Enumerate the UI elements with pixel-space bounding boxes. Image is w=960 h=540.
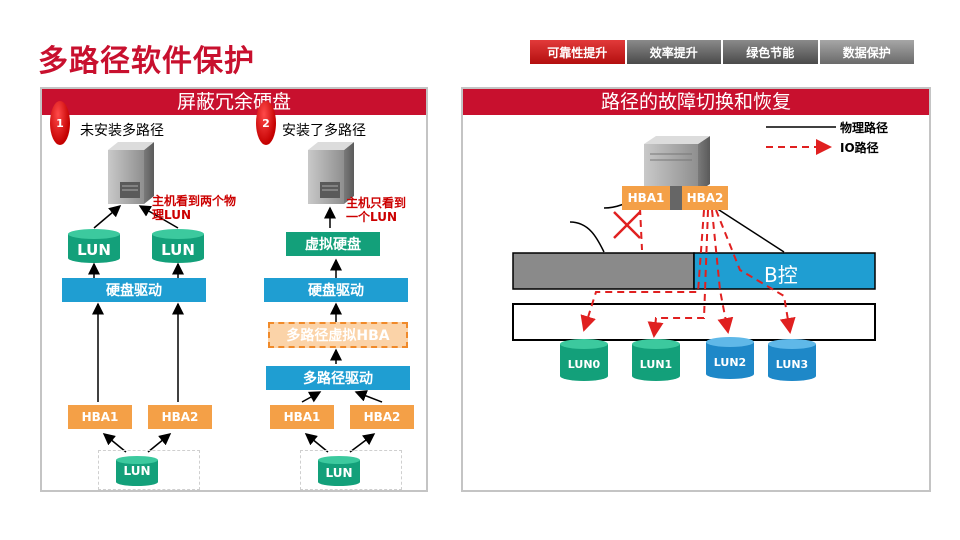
server-icon <box>644 136 710 192</box>
case2-note-line1: 主机只看到 <box>346 196 407 210</box>
lun-cylinder-left <box>68 229 120 263</box>
tab-reliability[interactable]: 可靠性提升 <box>530 40 627 64</box>
case1-disk-driver: 硬盘驱动 <box>62 278 206 302</box>
case1-hba1: HBA1 <box>68 405 132 429</box>
lun-right-label: LUN <box>161 241 195 259</box>
lun-cylinder-right <box>152 229 204 263</box>
storage-backplane <box>512 303 876 341</box>
lun-left-label: LUN <box>77 241 111 259</box>
case1-storage-frame <box>98 450 200 490</box>
case1-title: 未安装多路径 <box>80 123 164 139</box>
tab-green-energy[interactable]: 绿色节能 <box>723 40 820 64</box>
case2-title: 安装了多路径 <box>282 123 366 139</box>
right-panel-title: 路径的故障切换和恢复 <box>463 89 929 115</box>
case1-storage-lun-label: LUN <box>123 464 151 478</box>
case2-number-badge: 2 <box>256 101 276 145</box>
lun2-cylinder <box>706 337 754 379</box>
right-hba2: HBA2 <box>682 186 728 210</box>
case2-arrows <box>301 206 383 453</box>
lun0-label: LUN0 <box>567 357 601 371</box>
io-paths <box>580 207 796 338</box>
controller-b <box>693 252 876 290</box>
case2-note: 主机只看到 一个LUN <box>346 196 406 224</box>
case2-hba1: HBA1 <box>270 405 334 429</box>
case2-storage-lun-label: LUN <box>325 466 353 480</box>
left-panel-title: 屏蔽冗余硬盘 <box>42 89 426 115</box>
tab-data-protection[interactable]: 数据保护 <box>819 40 914 64</box>
tab-efficiency[interactable]: 效率提升 <box>626 40 723 64</box>
lun0-cylinder <box>560 339 608 381</box>
right-hba1: HBA1 <box>622 186 670 210</box>
storage-lun-cylinder-1 <box>116 456 158 486</box>
server-icon <box>108 142 154 204</box>
lun1-cylinder <box>632 339 680 381</box>
lun2-label: LUN2 <box>713 355 747 369</box>
controller-a <box>512 252 695 290</box>
slide-title: 多路径软件保护 <box>38 44 255 79</box>
case1-note-line1: 主机看到两个物 <box>152 194 237 208</box>
legend-physical-label: 物理路径 <box>840 121 889 135</box>
case1-note-line2: 理LUN <box>152 208 192 222</box>
case1-number-badge: 1 <box>50 101 70 145</box>
case2-disk-driver: 硬盘驱动 <box>264 278 408 302</box>
case2-hba2: HBA2 <box>350 405 414 429</box>
case1-arrows <box>88 205 184 453</box>
controller-b-label: B控 <box>764 263 798 287</box>
multipath-virtual-hba-box: 多路径虚拟HBA <box>268 322 408 348</box>
multipath-driver-box: 多路径驱动 <box>266 366 410 390</box>
legend-io-label: IO路径 <box>840 141 879 155</box>
case2-storage-frame <box>300 450 402 490</box>
hba-divider <box>670 186 682 210</box>
server-icon <box>308 142 354 204</box>
virtual-disk-box: 虚拟硬盘 <box>286 232 380 256</box>
case1-hba2: HBA2 <box>148 405 212 429</box>
nav-bar: 可靠性提升 效率提升 绿色节能 数据保护 <box>530 40 914 64</box>
lun1-label: LUN1 <box>639 357 673 371</box>
red-x-icon <box>613 211 641 239</box>
lun3-label: LUN3 <box>775 357 809 371</box>
lun3-cylinder <box>768 339 816 381</box>
storage-lun-cylinder-2 <box>318 456 360 486</box>
case1-note: 主机看到两个物 理LUN <box>152 194 236 222</box>
case2-note-line2: 一个LUN <box>346 210 398 224</box>
